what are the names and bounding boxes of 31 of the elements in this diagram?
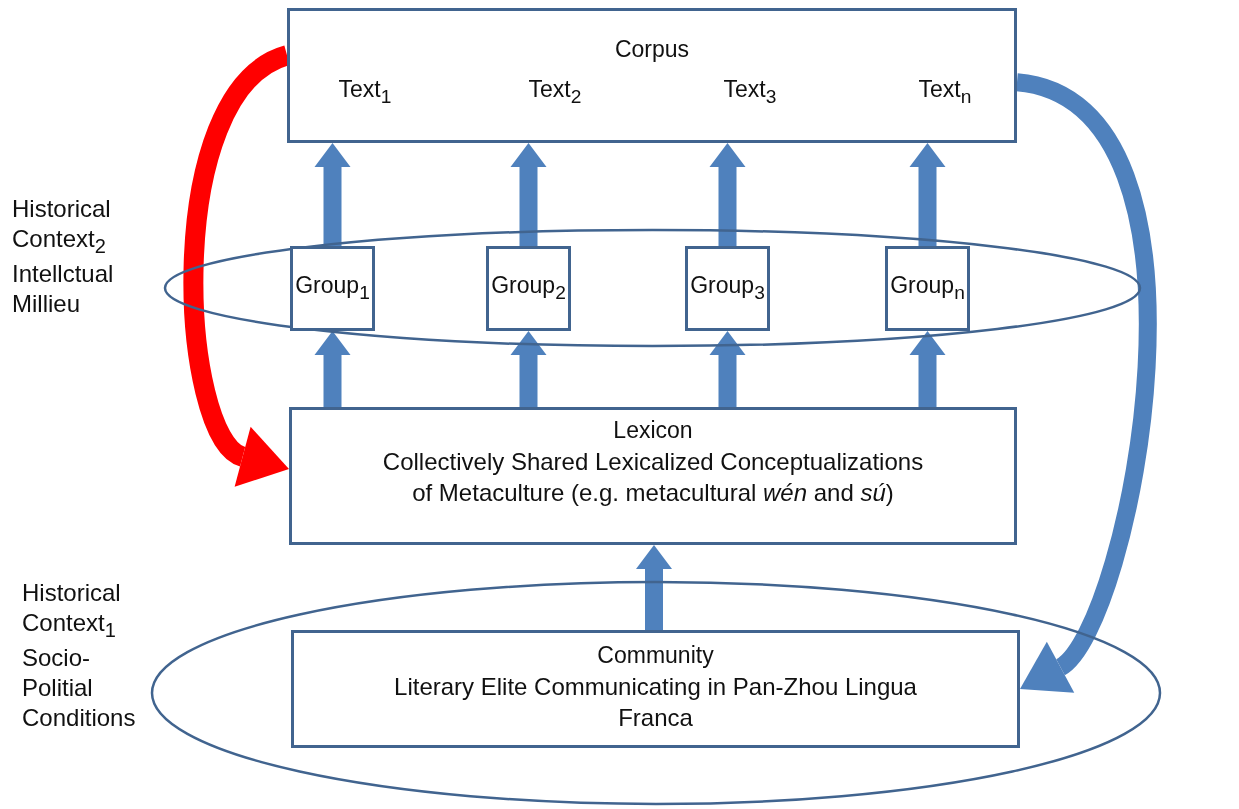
box-text: Text$_{2}$: [527, 75, 583, 109]
text-box: [290, 246, 375, 331]
box-text: Text$_{3}$: [722, 75, 778, 109]
text-box: [289, 407, 1017, 545]
box-text: Text$_{n}$: [917, 75, 973, 109]
block-arrow: [909, 143, 946, 246]
box-text: Text$_{1}$: [337, 75, 393, 109]
context-label: Historical Context$_{2}$ Intellctual Millieu: [12, 194, 115, 319]
block-arrow: [709, 143, 746, 246]
box-text: Group$_{2}$: [490, 271, 567, 305]
block-arrow: [510, 331, 547, 407]
text-box: [685, 246, 770, 331]
box-text: Collectively Shared Lexicalized Conceptualizations of Metaculture (e.g. metacultural wén and sú): [381, 446, 925, 509]
block-arrow: [909, 331, 946, 407]
box-text: Literary Elite Communicating in Pan-Zhou Lingua Franca: [393, 671, 918, 734]
box-text: Group$_{n}$: [889, 271, 966, 305]
box-heading: Corpus: [613, 35, 691, 64]
box-text: Group$_{3}$: [689, 271, 766, 305]
text-box: [486, 246, 571, 331]
box-heading: Lexicon: [612, 416, 694, 445]
block-arrow: [314, 143, 351, 246]
box-heading: Community: [596, 641, 715, 670]
context-label: Historical Context$_{1}$ Socio-Politial Conditions: [22, 578, 137, 733]
block-arrow: [636, 545, 672, 630]
corpus-box: [287, 8, 1017, 143]
text-box: [291, 630, 1020, 748]
text-box: [885, 246, 970, 331]
box-text: Group$_{1}$: [294, 271, 371, 305]
block-arrow: [314, 331, 351, 407]
block-arrow: [709, 331, 746, 407]
block-arrow: [510, 143, 547, 246]
